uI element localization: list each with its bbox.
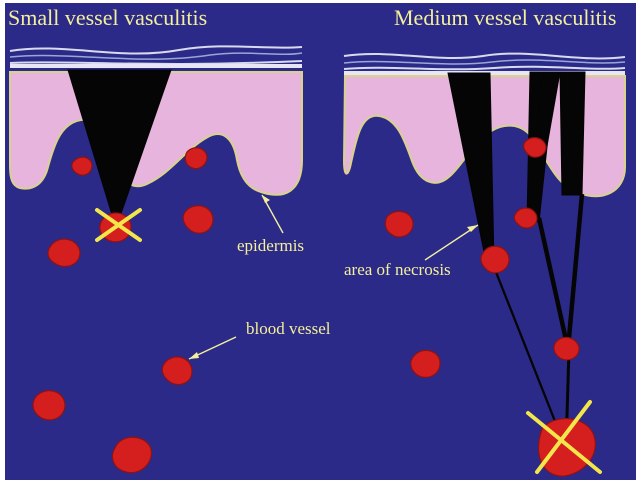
small-vessel-title: Small vessel vasculitis [8,5,207,30]
right-skin-surface-lines [344,54,625,73]
epidermis-label: epidermis [237,236,304,255]
blood-vessel [554,337,579,360]
blood-vessel [72,157,92,175]
blood-vessel [514,208,537,228]
medium-vessel-title: Medium vessel vasculitis [394,5,616,30]
blood-vessel [112,437,151,472]
left-skin-surface-lines [10,46,302,66]
blood-vessel-label: blood vessel [246,319,331,338]
area-of-necrosis-label: area of necrosis [344,260,451,279]
blood-vessel [33,391,65,420]
blood-vessel [411,350,440,377]
blood-vessel [185,148,207,169]
area-of-necrosis-arrow [425,225,478,260]
blood-vessel [524,138,546,157]
epidermis-arrow [262,195,283,233]
blood-vessel [183,206,213,233]
right-necrosis-areas [448,72,585,449]
blood-vessel [48,239,80,266]
blood-vessel [385,211,413,237]
blood-vessel [162,357,192,385]
blood-vessel [481,246,509,273]
blood-vessel-arrow [189,337,236,359]
